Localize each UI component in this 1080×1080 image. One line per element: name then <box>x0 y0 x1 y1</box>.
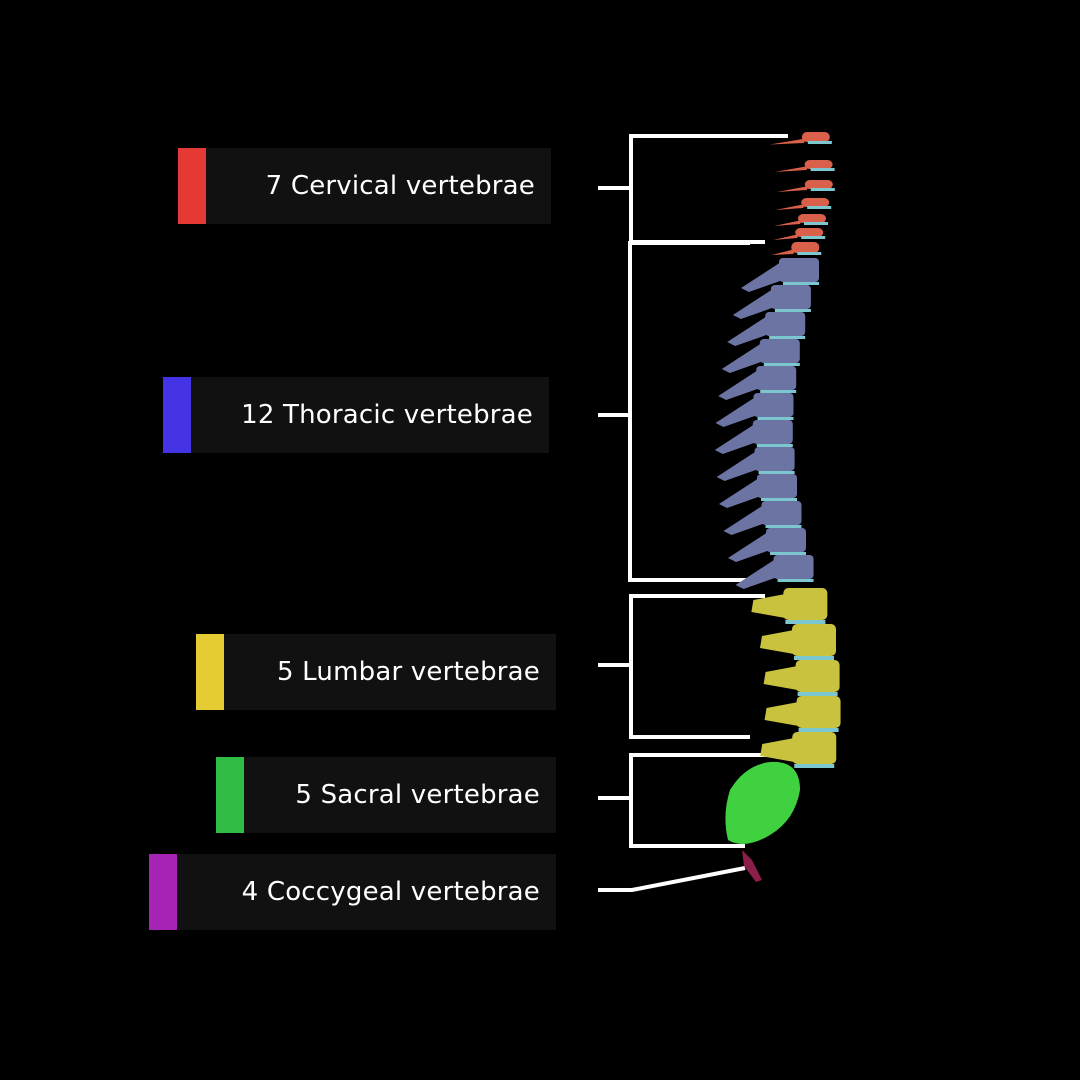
spinous-process-cervical <box>769 138 806 145</box>
spinous-process-cervical <box>773 234 800 240</box>
spinous-process-thoracic <box>719 478 761 508</box>
vertebra-cervical <box>804 180 833 189</box>
spine-illustration <box>714 132 841 882</box>
spinous-process-lumbar <box>751 594 786 618</box>
disc <box>758 471 795 474</box>
disc <box>801 236 826 239</box>
spinous-process-lumbar <box>760 738 795 762</box>
disc <box>756 444 793 447</box>
spinous-process-lumbar <box>764 702 799 726</box>
spinous-process-thoracic <box>727 316 770 346</box>
vertebra-thoracic <box>759 339 800 363</box>
vertebra-thoracic <box>765 312 806 336</box>
vertebra-cervical <box>801 198 830 207</box>
vertebra-lumbar <box>795 660 840 692</box>
label-text-cervical: 7 Cervical vertebrae <box>265 171 535 201</box>
color-swatch-coccygeal <box>149 854 177 930</box>
spinous-process-thoracic <box>721 343 764 373</box>
disc <box>794 656 834 660</box>
label-lumbar: 5 Lumbar vertebrae <box>196 634 556 710</box>
vertebra-lumbar <box>796 696 841 728</box>
disc <box>774 309 811 312</box>
spinous-process-cervical <box>771 249 796 255</box>
disc <box>785 620 826 624</box>
disc <box>807 141 832 144</box>
coccyx <box>742 850 762 882</box>
color-swatch-lumbar <box>196 634 224 710</box>
spinous-process-thoracic <box>714 424 757 454</box>
spinous-process-thoracic <box>718 370 761 400</box>
bracket-cervical <box>598 134 788 244</box>
label-coccygeal: 4 Coccygeal vertebrae <box>149 854 556 930</box>
disc <box>797 252 822 255</box>
vertebra-thoracic <box>773 555 814 579</box>
spinous-process-cervical <box>774 166 809 172</box>
disc <box>810 168 835 171</box>
vertebra-thoracic <box>756 366 797 390</box>
vertebra-lumbar <box>783 588 828 620</box>
vertebra-thoracic <box>752 420 793 444</box>
vertebra-thoracic <box>770 285 811 309</box>
vertebra-cervical <box>791 242 820 253</box>
disc <box>777 579 814 582</box>
label-text-thoracic: 12 Thoracic vertebrae <box>241 400 533 430</box>
color-swatch-thoracic <box>163 377 191 453</box>
vertebra-thoracic <box>779 258 819 282</box>
label-cervical: 7 Cervical vertebrae <box>178 148 551 224</box>
bracket-coccygeal <box>598 866 746 892</box>
vertebra-cervical <box>801 132 830 142</box>
label-text-coccygeal: 4 Coccygeal vertebrae <box>241 877 540 907</box>
disc <box>760 390 797 393</box>
vertebra-cervical <box>795 228 824 237</box>
sacrum <box>725 761 800 844</box>
spinous-process-lumbar <box>763 666 798 690</box>
label-thoracic: 12 Thoracic vertebrae <box>163 377 549 453</box>
spinous-process-thoracic <box>716 451 759 481</box>
disc <box>757 417 794 420</box>
spinous-process-thoracic <box>728 532 770 562</box>
spinous-process-thoracic <box>732 289 775 319</box>
vertebra-thoracic <box>754 447 795 471</box>
bracket-lumbar <box>598 594 765 739</box>
spinous-process-cervical <box>774 220 802 226</box>
spinous-process-cervical <box>775 204 806 210</box>
disc <box>794 764 835 768</box>
disc <box>769 336 806 339</box>
disc <box>765 525 802 528</box>
disc <box>763 363 800 366</box>
disc <box>761 498 797 501</box>
spinous-process-thoracic <box>723 505 766 535</box>
vertebra-cervical <box>804 160 833 169</box>
spinous-process-thoracic <box>741 262 783 292</box>
color-swatch-sacral <box>216 757 244 833</box>
disc <box>797 692 838 696</box>
disc <box>770 552 806 555</box>
spinous-process-thoracic <box>735 559 778 589</box>
disc <box>810 188 835 191</box>
label-sacral: 5 Sacral vertebrae <box>216 757 556 833</box>
vertebra-thoracic <box>757 474 797 498</box>
spinous-process-thoracic <box>715 397 758 427</box>
spinous-process-lumbar <box>760 630 794 654</box>
vertebra-lumbar <box>792 624 836 656</box>
vertebra-thoracic <box>766 528 806 552</box>
vertebra-thoracic <box>753 393 794 417</box>
disc <box>798 728 839 732</box>
vertebra-thoracic <box>761 501 802 525</box>
vertebra-cervical <box>798 214 826 223</box>
color-swatch-cervical <box>178 148 206 224</box>
bracket-sacral <box>598 753 785 848</box>
disc <box>807 206 832 209</box>
disc <box>783 282 819 285</box>
label-text-sacral: 5 Sacral vertebrae <box>295 780 540 810</box>
disc <box>804 222 828 225</box>
bracket-thoracic <box>598 241 755 582</box>
label-text-lumbar: 5 Lumbar vertebrae <box>276 657 540 687</box>
spinous-process-cervical <box>776 186 809 192</box>
vertebra-lumbar <box>792 732 837 764</box>
